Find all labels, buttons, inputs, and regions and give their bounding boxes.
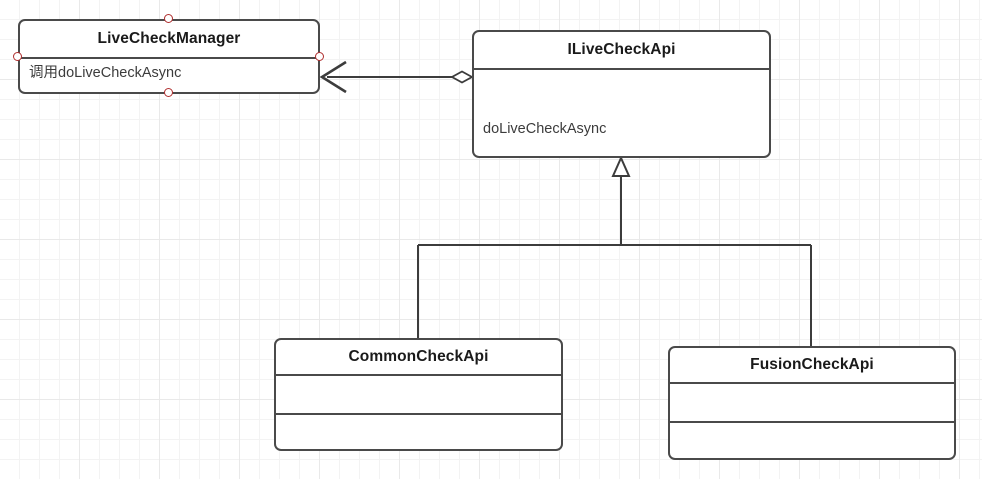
hollow-diamond-icon: [450, 70, 474, 84]
class-members-ilive-check-api: doLiveCheckAsync CommonCheckApi: [474, 70, 769, 156]
resize-handle-left[interactable]: [13, 52, 22, 61]
compartment-divider: [276, 374, 561, 376]
compartment-divider: [670, 421, 954, 423]
class-attributes-fusion-check-api: [670, 384, 954, 421]
uml-class-fusion-check-api[interactable]: FusionCheckApi doLiveCheckAsync CommonCh…: [668, 346, 956, 460]
class-methods-common-check-api: doLiveCheckAsync CommonCheckApi: [276, 415, 561, 449]
edge-generalization-tree[interactable]: [417, 155, 812, 347]
uml-interface-ilive-check-api[interactable]: ILiveCheckApi doLiveCheckAsync CommonChe…: [472, 30, 771, 158]
hollow-triangle-icon: [611, 155, 631, 177]
member-line: doLiveCheckAsync: [483, 121, 607, 137]
uml-class-live-check-manager[interactable]: LiveCheckManager 调用doLiveCheckAsync: [18, 19, 320, 94]
class-title-live-check-manager: LiveCheckManager: [97, 30, 241, 47]
resize-handle-top[interactable]: [164, 14, 173, 23]
resize-handle-right[interactable]: [315, 52, 324, 61]
class-note-live-check-manager: 调用doLiveCheckAsync: [29, 65, 182, 81]
class-title-fusion-check-api: FusionCheckApi: [750, 356, 874, 373]
compartment-divider: [276, 413, 561, 415]
class-title-ilive-check-api: ILiveCheckApi: [567, 41, 676, 58]
class-attributes-common-check-api: [276, 376, 561, 413]
open-arrow-icon: [319, 60, 347, 94]
edge-aggregation-ilivecheckapi-livecheckmanager[interactable]: [319, 60, 474, 94]
class-methods-fusion-check-api: doLiveCheckAsync CommonCheckApi: [670, 423, 954, 458]
resize-handle-bottom[interactable]: [164, 88, 173, 97]
class-title-common-check-api: CommonCheckApi: [348, 348, 489, 365]
compartment-divider: [670, 382, 954, 384]
compartment-divider: [20, 57, 318, 59]
compartment-divider: [474, 68, 769, 70]
uml-class-common-check-api[interactable]: CommonCheckApi doLiveCheckAsync CommonCh…: [274, 338, 563, 451]
